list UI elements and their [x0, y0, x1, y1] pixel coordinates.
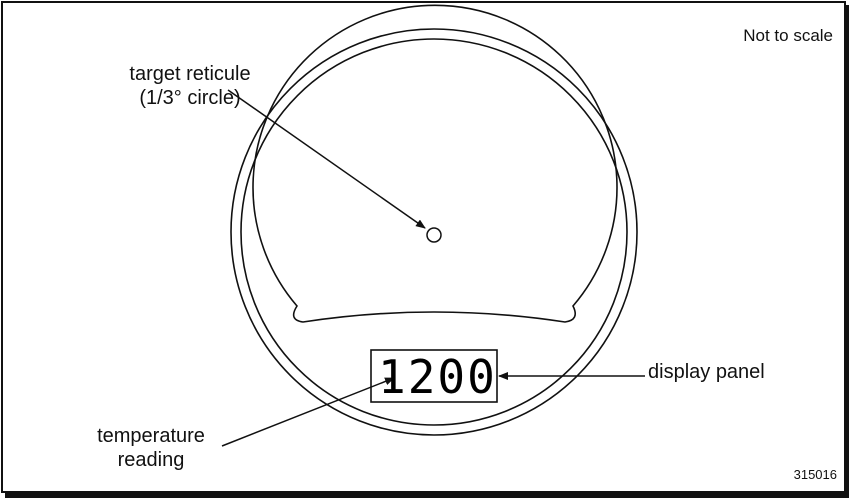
- temperature-label-line2: reading: [56, 448, 246, 472]
- temperature-reading: 1200: [378, 351, 490, 403]
- figure-number: 315016: [794, 467, 837, 483]
- reticule-label: target reticule (1/3° circle): [90, 62, 290, 110]
- reticule-label-line2: (1/3° circle): [90, 86, 290, 110]
- temperature-label-line1: temperature: [56, 424, 246, 448]
- scale-note: Not to scale: [743, 26, 833, 46]
- reticule-label-line1: target reticule: [90, 62, 290, 86]
- display-panel-label: display panel: [648, 360, 765, 384]
- temperature-reading-label: temperature reading: [56, 424, 246, 472]
- target-reticule: [427, 228, 441, 242]
